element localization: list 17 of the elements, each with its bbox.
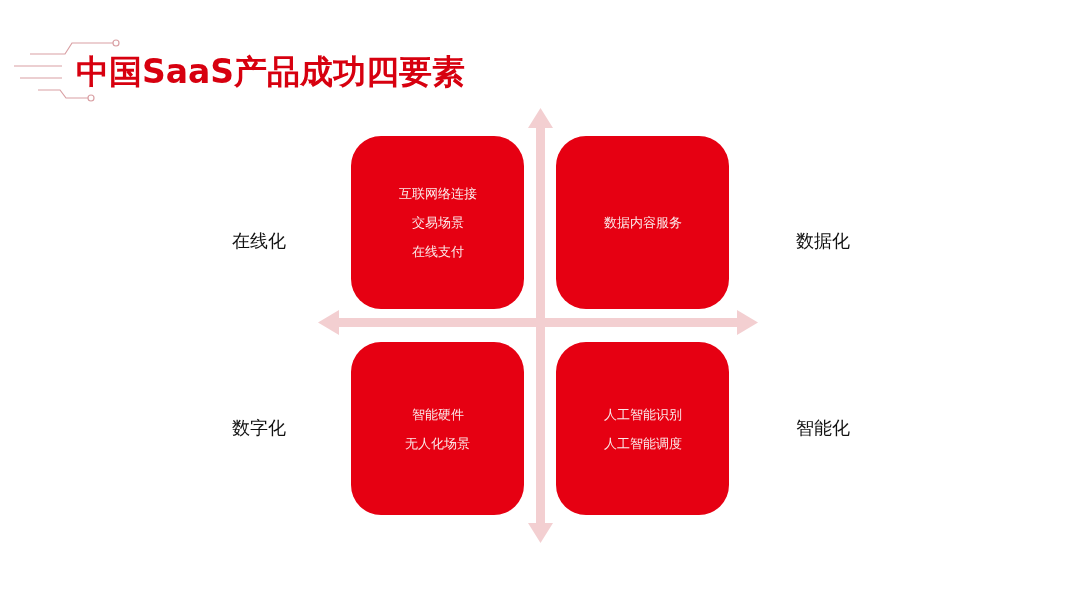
box-text: 无人化场景 [405, 434, 470, 453]
quadrant-label: 数据化 [796, 229, 850, 253]
box-text: 互联网络连接 [398, 185, 477, 203]
box-text: 人工智能识别 [603, 405, 682, 424]
box-text: 在线支付 [411, 243, 464, 261]
box-text: 数据内容服务 [603, 214, 682, 232]
title: 中国SaaS产品成功四要素 [76, 51, 466, 93]
quadrant-label: 在线化 [232, 229, 286, 253]
quadrant-box [556, 136, 729, 309]
quadrant-label: 智能化 [796, 416, 850, 440]
quadrant-box [351, 342, 524, 515]
quadrant-box [351, 136, 524, 309]
box-text: 人工智能调度 [603, 434, 682, 453]
box-text: 交易场景 [411, 214, 464, 232]
quadrant-label: 数字化 [232, 416, 286, 440]
box-text: 智能硬件 [411, 405, 464, 424]
quadrant-box [556, 342, 729, 515]
